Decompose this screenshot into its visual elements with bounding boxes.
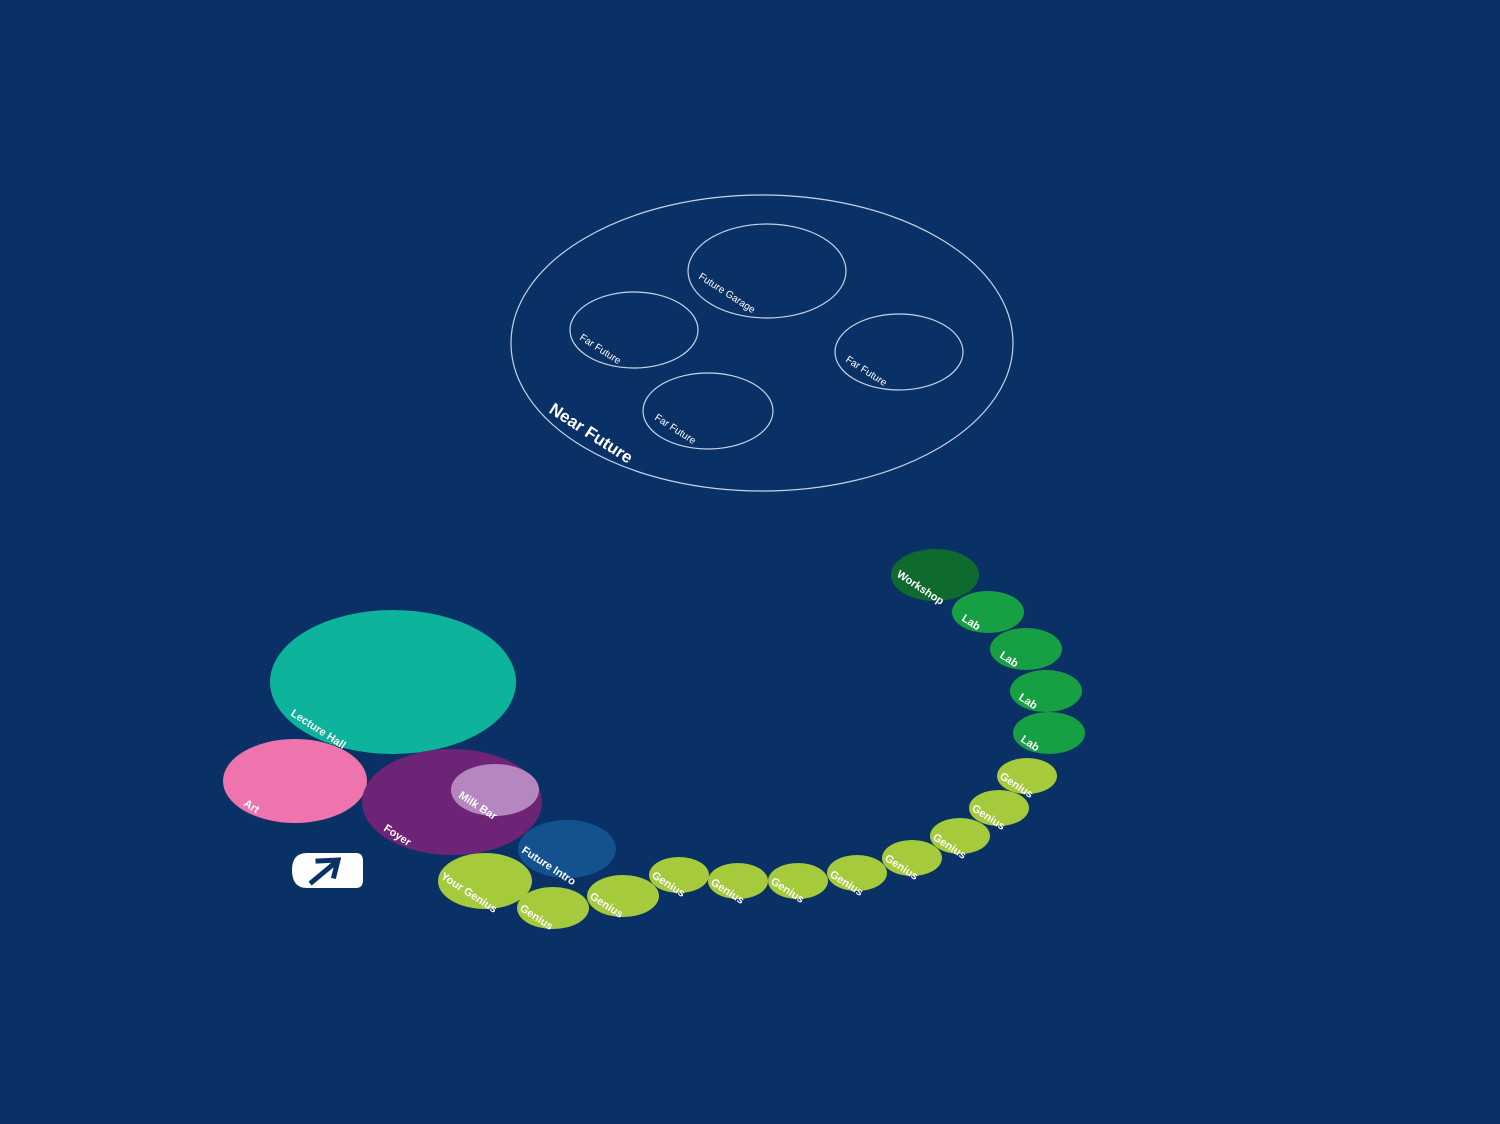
- space-genius-14: [969, 790, 1029, 826]
- space-lab-17: [1013, 712, 1085, 754]
- space-lab-18: [1010, 670, 1082, 712]
- space-genius-10: [768, 863, 828, 899]
- arrow-up-right-icon: [308, 857, 342, 886]
- far-future-outline-2: [834, 313, 964, 391]
- far-future-outline-1: [569, 291, 699, 369]
- space-genius-6: [517, 887, 589, 929]
- future-garage-outline: [687, 223, 847, 319]
- space-genius-15: [997, 758, 1057, 794]
- space-lab-20: [952, 591, 1024, 633]
- space-genius-7: [587, 875, 659, 917]
- space-genius-9: [708, 863, 768, 899]
- space-lab-19: [990, 628, 1062, 670]
- far-future-outline-3: [642, 372, 774, 450]
- space-lecture-hall-0: [270, 610, 516, 754]
- space-genius-13: [930, 818, 990, 854]
- space-milk-bar-3: [451, 764, 539, 816]
- space-art-1: [223, 739, 367, 823]
- space-genius-8: [649, 857, 709, 893]
- space-genius-11: [827, 855, 887, 891]
- near-future-outline: [510, 194, 1014, 492]
- space-your-genius-5: [438, 853, 532, 909]
- space-genius-12: [882, 840, 942, 876]
- entrance-marker: [292, 853, 363, 888]
- space-workshop-21: [891, 549, 979, 601]
- space-future-intro-4: [518, 820, 616, 878]
